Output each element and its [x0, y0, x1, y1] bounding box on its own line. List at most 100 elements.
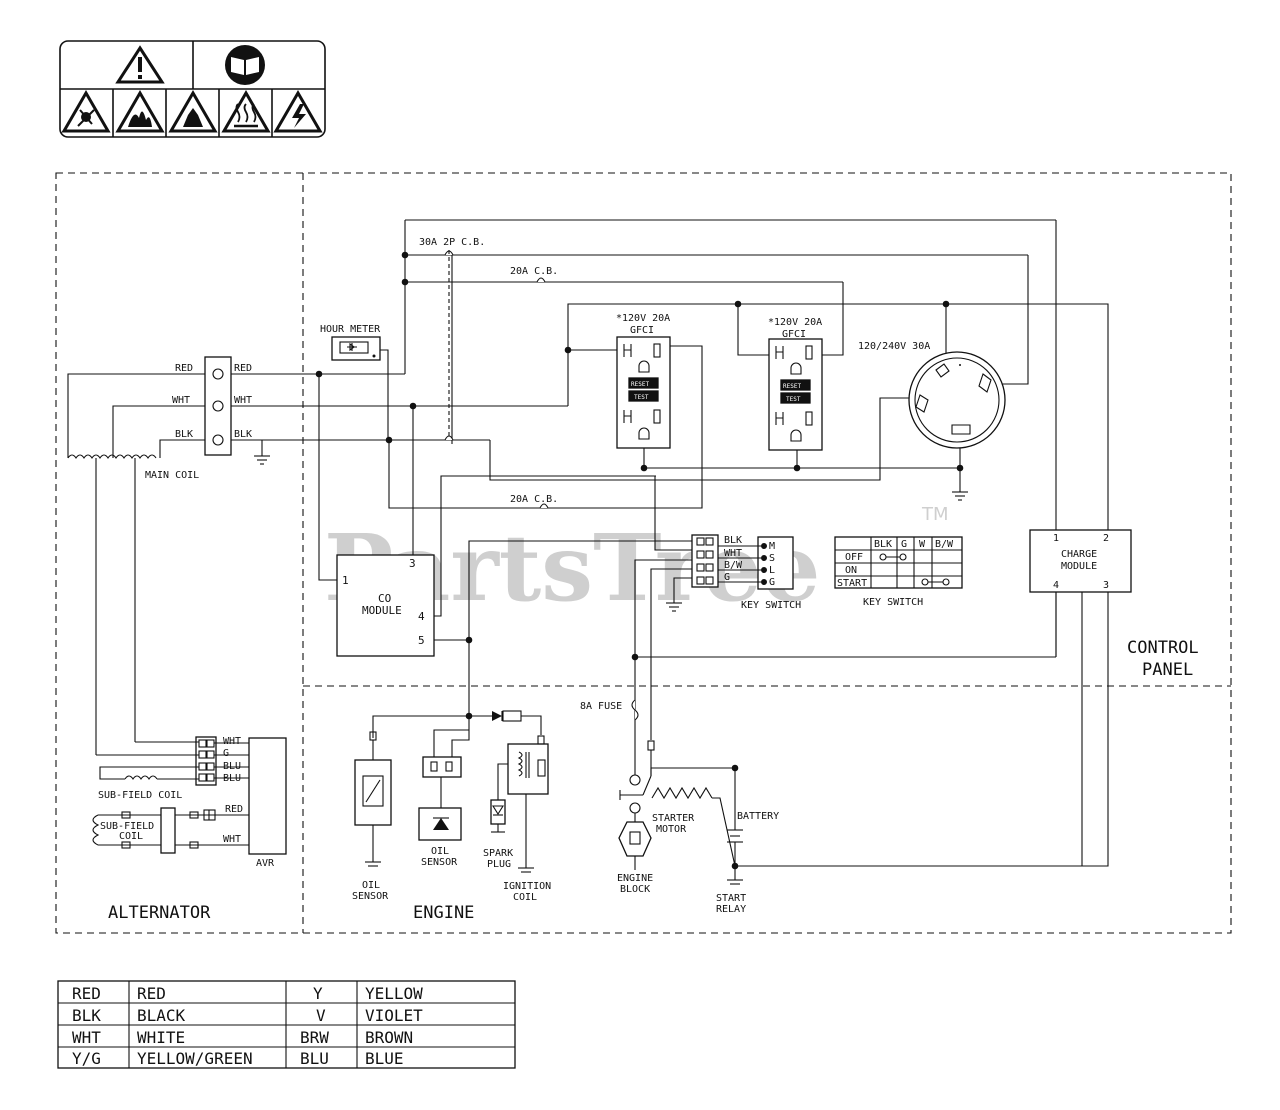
co-pin-1: 1: [342, 574, 349, 587]
ground-symbol-2: [952, 487, 968, 501]
key-switch-table: [834, 536, 963, 589]
gfci2-name: GFCI: [782, 329, 806, 340]
section-engine: ENGINE: [413, 903, 474, 923]
ks-l: L: [769, 565, 775, 576]
cb-20a-bottom-label: 20A C.B.: [510, 494, 558, 505]
electric-shock-icon: [273, 90, 323, 133]
ks-gnd: G: [769, 577, 775, 588]
section-control: CONTROL: [1127, 638, 1199, 658]
term-wht-right: WHT: [234, 395, 252, 406]
legend-r3-c1: YELLOW/GREEN: [137, 1049, 253, 1068]
gfci2-test: TEST: [786, 396, 801, 403]
ks-table-h1: BLK: [874, 539, 892, 550]
oil-sensor-1b: SENSOR: [352, 891, 389, 902]
legend-r1-c3: VIOLET: [365, 1006, 423, 1025]
read-manual-icon: [225, 45, 265, 85]
engine-block-a: ENGINE: [617, 873, 653, 884]
ks-table-r2: ON: [845, 565, 857, 576]
main-coil-label: MAIN COIL: [145, 470, 199, 481]
warning-label: [59, 40, 326, 138]
charge-pin-2: 2: [1103, 533, 1109, 544]
spark-plug-b: PLUG: [487, 859, 511, 870]
oil-sensor-1a: OIL: [362, 880, 380, 891]
ks-s: S: [769, 553, 775, 564]
section-boundaries: [55, 172, 1232, 934]
co-module-label-1: CO: [378, 592, 391, 605]
section-alternator: ALTERNATOR: [108, 903, 211, 923]
ks-bw: B/W: [724, 560, 743, 571]
term-wht-left: WHT: [172, 395, 190, 406]
avr-wht2: WHT: [223, 834, 241, 845]
battery-label: BATTERY: [737, 811, 779, 822]
terminal-block: [204, 356, 232, 456]
gfci2-reset: RESET: [783, 383, 801, 390]
ks-g: G: [724, 572, 730, 583]
cb-30a-label: 30A 2P C.B.: [419, 237, 485, 248]
avr-g: G: [223, 748, 229, 759]
term-blk-right: BLK: [234, 429, 252, 440]
ks-table-r3: START: [837, 578, 867, 589]
legend-r2-c3: BROWN: [365, 1028, 413, 1047]
gfci1-name: GFCI: [630, 325, 654, 336]
twistlock-label: 120/240V 30A: [858, 341, 930, 352]
avr-wht1: WHT: [223, 736, 241, 747]
term-red-right: RED: [234, 363, 252, 374]
avr-label: AVR: [256, 858, 275, 869]
fire-hazard-icon: [115, 90, 165, 133]
co-module-label-2: MODULE: [362, 604, 402, 617]
co-pin-4: 4: [418, 610, 425, 623]
warning-triangle-icon: [115, 45, 165, 84]
sub-field-coil-2b: COIL: [119, 831, 143, 842]
ignition-coil-b: COIL: [513, 892, 537, 903]
legend-r1-c2: V: [316, 1006, 326, 1025]
legend-r3-c2: BLU: [300, 1049, 329, 1068]
charge-pin-4: 4: [1053, 580, 1059, 591]
avr-blu1: BLU: [223, 761, 241, 772]
legend-r3-c0: Y/G: [72, 1049, 101, 1068]
ks-table-h4: B/W: [935, 539, 954, 550]
key-switch-label-2: KEY SWITCH: [863, 597, 923, 608]
start-relay-b: RELAY: [716, 904, 746, 915]
twistlock-receptacle: [908, 351, 1006, 449]
legend-r3-c3: BLUE: [365, 1049, 404, 1068]
color-legend-table: [57, 980, 516, 1069]
explosion-hazard-icon: [168, 90, 218, 133]
co-module: [336, 554, 435, 657]
legend-r1-c1: BLACK: [137, 1006, 186, 1025]
legend-r0-c3: YELLOW: [365, 984, 423, 1003]
fuse-8a-label: 8A FUSE: [580, 701, 622, 712]
oil-sensor-2a: OIL: [431, 846, 449, 857]
avr-wiring: [92, 736, 287, 855]
ks-m: M: [769, 541, 775, 552]
hour-meter: [331, 336, 381, 361]
avr-red: RED: [225, 804, 243, 815]
breaker-30a: [444, 250, 454, 441]
ks-blk: BLK: [724, 535, 742, 546]
charge-module-label-2: MODULE: [1061, 561, 1097, 572]
key-switch: [691, 534, 794, 590]
chemical-hazard-icon: [61, 90, 111, 133]
engine-components: [354, 699, 743, 885]
legend-r2-c1: WHITE: [137, 1028, 185, 1047]
term-red-left: RED: [175, 363, 193, 374]
ground-symbol-3: [666, 602, 682, 612]
cb-20a-top-label: 20A C.B.: [510, 266, 558, 277]
sub-field-coil-1: SUB-FIELD COIL: [98, 790, 182, 801]
legend-r0-c0: RED: [72, 984, 101, 1003]
key-switch-label-1: KEY SWITCH: [741, 600, 801, 611]
gfci-outlet-1: [616, 336, 671, 449]
gfci2-rating: *120V 20A: [768, 317, 822, 328]
legend-r1-c0: BLK: [72, 1006, 101, 1025]
ignition-coil-a: IGNITION: [503, 881, 551, 892]
control-panel-wiring: [231, 219, 1109, 867]
gfci-outlet-2: [768, 338, 823, 451]
spark-plug-a: SPARK: [483, 848, 513, 859]
charge-module: [1029, 529, 1132, 593]
starter-motor-a: STARTER: [652, 813, 695, 824]
legend-r0-c2: Y: [313, 984, 323, 1003]
gfci1-test: TEST: [634, 394, 649, 401]
ground-symbol: [231, 439, 270, 465]
legend-r2-c2: BRW: [300, 1028, 329, 1047]
co-pin-5: 5: [418, 634, 425, 647]
ks-table-h3: W: [919, 539, 926, 550]
